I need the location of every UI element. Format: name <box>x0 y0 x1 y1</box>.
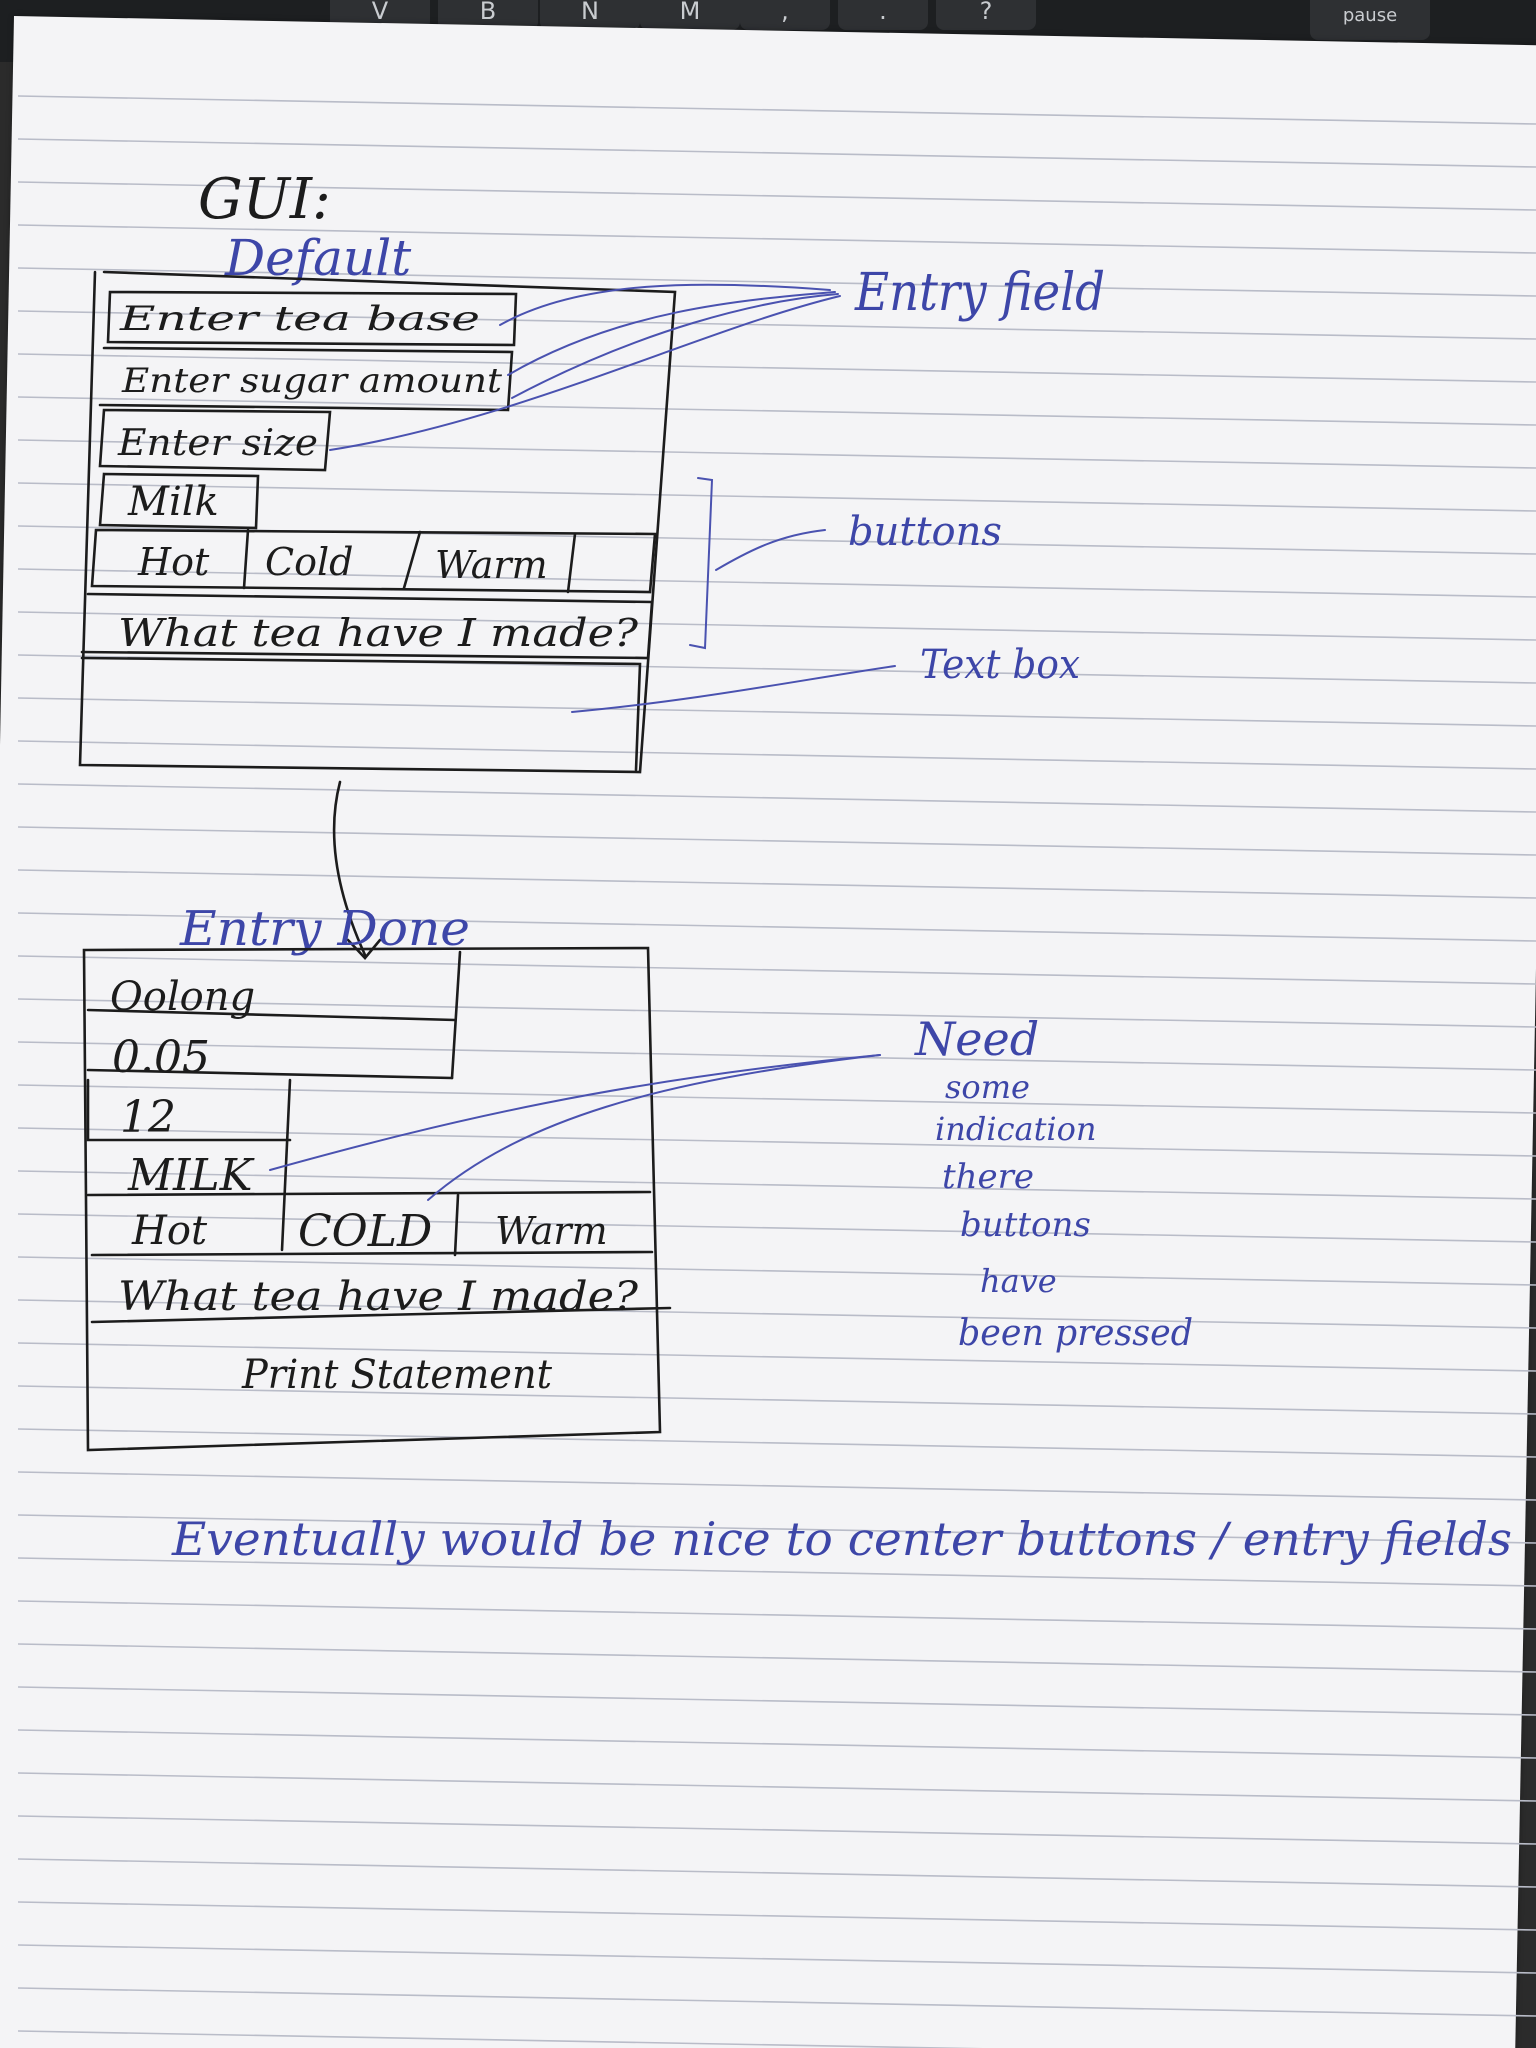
indication-note-line: indication <box>935 1110 1097 1148</box>
flow-arrow <box>332 780 367 957</box>
indication-note-line: there <box>942 1157 1034 1197</box>
default-entry-field-box <box>106 290 518 347</box>
entry-done-submit-button: What tea have I made? <box>118 1274 639 1320</box>
default-temperature-row <box>90 528 657 594</box>
entry-done-warm-button: Warm <box>495 1209 608 1253</box>
default-entry-field: Enter tea base <box>119 299 480 339</box>
indication-note-line: have <box>980 1262 1057 1300</box>
keyboard-key: ? <box>936 0 1036 30</box>
entry-done-value-sugar: 0.05 <box>112 1032 210 1083</box>
default-milk-button-label: Milk <box>127 479 219 525</box>
footer-note: Eventually would be nice to center butto… <box>171 1512 1512 1566</box>
indication-note-line: been pressed <box>958 1313 1193 1354</box>
keyboard-key: N <box>540 0 640 30</box>
default-cold-button: Cold <box>265 540 353 584</box>
default-milk-button <box>98 472 260 530</box>
default-submit-button-label: What tea have I made? <box>118 611 639 655</box>
default-submit-button <box>80 592 654 660</box>
sketch-heading: GUI: <box>198 167 331 232</box>
keyboard-key-pause: pause <box>1310 0 1430 40</box>
entry-done-mockup: Entry Done Oolong 0.05 12 MILK Hot COLD … <box>82 901 672 1452</box>
default-entry-field-box <box>98 408 332 472</box>
keyboard-key: , <box>740 0 830 30</box>
default-entry-field-box <box>98 346 514 412</box>
indication-note-line: buttons <box>960 1205 1091 1245</box>
default-text-box <box>80 656 642 772</box>
entry-done-value-size: 12 <box>120 1092 176 1143</box>
default-entry-field: Enter sugar amount <box>121 361 502 401</box>
annotation-text-box: Text box <box>920 642 1080 688</box>
indication-note-line: some <box>945 1068 1030 1106</box>
default-window-frame <box>78 270 677 774</box>
keyboard-key: M <box>640 0 740 30</box>
annotation-entry-field: Entry field <box>854 263 1105 323</box>
annotation-buttons: buttons <box>848 509 1002 555</box>
indication-note-line: Need <box>914 1012 1039 1066</box>
default-entry-field: Enter size <box>117 423 318 464</box>
entry-done-milk-button: MILK <box>127 1150 255 1201</box>
default-warm-button: Warm <box>435 543 548 587</box>
indication-note: Need some indication there buttons have … <box>269 1012 1193 1354</box>
default-annotations: Entry field buttons Text box <box>329 263 1105 713</box>
entry-done-cold-button: COLD <box>298 1206 432 1257</box>
entry-done-hot-button: Hot <box>131 1208 208 1254</box>
entry-done-output-text: Print Statement <box>241 1352 553 1398</box>
buttons-bracket <box>689 477 714 650</box>
keyboard-key: . <box>838 0 928 30</box>
entry-done-window-frame <box>82 946 662 1452</box>
default-mockup: Default Enter tea base Enter sugar amoun… <box>78 229 677 774</box>
flow-arrow-head <box>346 938 382 960</box>
default-hot-button: Hot <box>137 540 210 584</box>
entry-done-value-tea: Oolong <box>110 974 255 1020</box>
